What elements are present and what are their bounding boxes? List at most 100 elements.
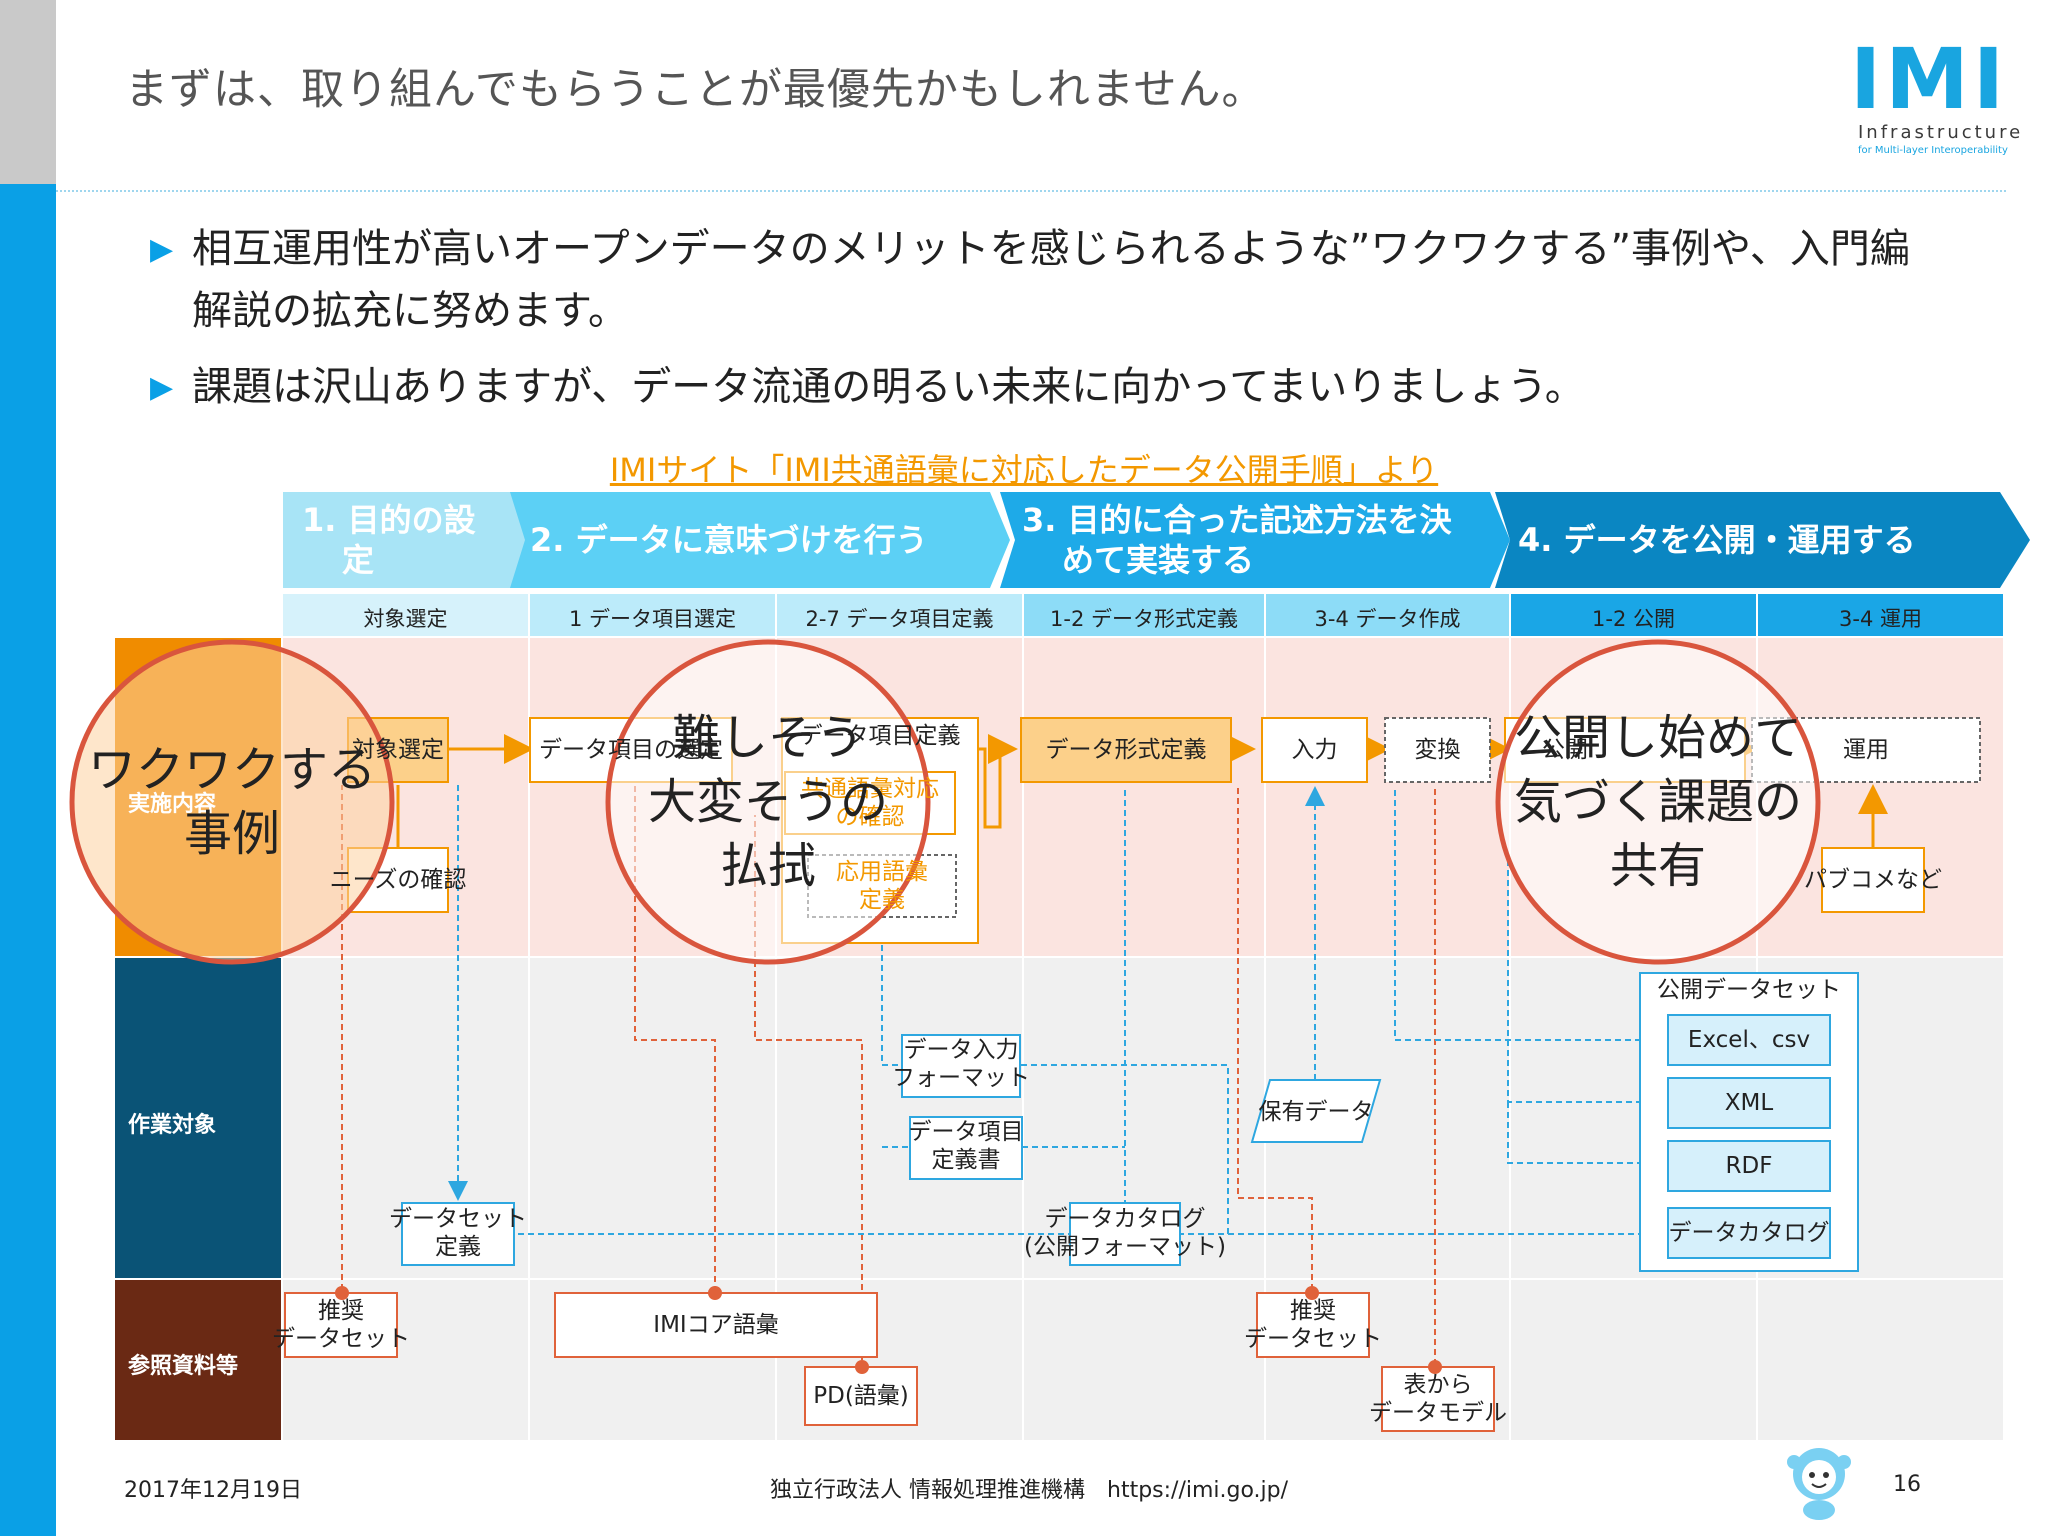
footer-date: 2017年12月19日 bbox=[124, 1478, 302, 1503]
label-catalog: データカタログ (公開フォーマット) bbox=[1015, 1205, 1235, 1261]
label-henkan: 変換 bbox=[1414, 737, 1461, 763]
step-header-2 bbox=[530, 594, 775, 636]
box-catalog-out bbox=[1667, 1207, 1831, 1259]
label-suisho-1-a: 推奨 bbox=[318, 1298, 364, 1324]
label-taisho: 対象選定 bbox=[352, 737, 444, 763]
phase-3-chevron bbox=[1000, 492, 1510, 588]
label-catalog-1: データカタログ bbox=[1044, 1206, 1206, 1232]
label-hoyu: 保有データ bbox=[1258, 1099, 1374, 1125]
label-nyuryoku: 入力 bbox=[1291, 737, 1338, 763]
label-hyou-a: 表から bbox=[1403, 1372, 1473, 1398]
row-label-1: 実施内容 bbox=[128, 792, 217, 817]
label-ouyou-2: 定義 bbox=[859, 887, 905, 913]
circle-3-line1: 公開し始めて bbox=[1513, 710, 1802, 766]
label-kokai-ds: 公開データセット bbox=[1657, 977, 1841, 1003]
box-excel bbox=[1667, 1014, 1831, 1066]
imi-logo: IMI bbox=[1850, 30, 2009, 128]
mascot-icon bbox=[1787, 1448, 1851, 1520]
phase-4-label: 4. データを公開・運用する bbox=[1518, 521, 1916, 559]
label-excel: Excel、csv bbox=[1687, 1027, 1811, 1053]
highlight-circle-1 bbox=[69, 639, 395, 965]
left-edge-blue bbox=[0, 184, 56, 1536]
circle-3-line2: 気づく課題の bbox=[1513, 774, 1802, 830]
label-koumoku-sho-1: データ項目 bbox=[908, 1119, 1024, 1145]
logo-subtitle: Infrastructure bbox=[1858, 122, 2024, 143]
box-hoyu bbox=[1250, 1079, 1382, 1143]
label-goi-taio-2: の確認 bbox=[835, 804, 905, 830]
step-label-7: 3-4 運用 bbox=[1839, 607, 1922, 631]
label-imi-core: IMIコア語彙 bbox=[653, 1312, 779, 1338]
row-label-3: 参照資料等 bbox=[128, 1354, 239, 1379]
label-xml: XML bbox=[1724, 1090, 1774, 1116]
box-catalog bbox=[1069, 1202, 1181, 1266]
label-hyou: 表から データモデル bbox=[1359, 1371, 1517, 1427]
step-header-5 bbox=[1266, 594, 1509, 636]
phase-2-label: 2. データに意味づけを行う bbox=[530, 521, 928, 559]
footer-org: 独立行政法人 情報処理推進機構 https://imi.go.jp/ bbox=[770, 1478, 1289, 1503]
step-header-6 bbox=[1511, 594, 1756, 636]
box-ds-teigi bbox=[401, 1202, 515, 1266]
step-label-4: 1-2 データ形式定義 bbox=[1050, 607, 1238, 631]
step-header-1 bbox=[283, 594, 528, 636]
step-label-1: 対象選定 bbox=[363, 607, 448, 631]
highlight-circle-3 bbox=[1495, 639, 1821, 965]
label-ds-teigi: データセット 定義 bbox=[382, 1205, 534, 1261]
label-pabukome: パブコメなど bbox=[1804, 867, 1942, 893]
label-goi-taio: 共通語彙対応 の確認 bbox=[785, 775, 955, 831]
slide-title: まずは、取り組んでもらうことが最優先かもしれません。 bbox=[125, 65, 1266, 115]
label-suisho-1: 推奨 データセット bbox=[262, 1297, 420, 1353]
circle-2-line2: 大変そうの bbox=[647, 774, 888, 830]
row-label-2: 作業対象 bbox=[128, 1113, 217, 1138]
label-suisho-2: 推奨 データセット bbox=[1234, 1297, 1392, 1353]
label-needs: ニーズの確認 bbox=[329, 867, 467, 893]
row-2-label-bg bbox=[115, 958, 281, 1278]
label-ouyou-1: 応用語彙 bbox=[836, 859, 928, 885]
bullet-2-line1: 課題は沢山ありますが、データ流通の明るい未来に向かってまいりましょう。 bbox=[192, 364, 1585, 410]
bullet-1-line1: 相互運用性が高いオープンデータのメリットを感じられるような”ワクワクする”事例や… bbox=[192, 226, 1910, 272]
label-keishiki: データ形式定義 bbox=[1045, 737, 1207, 763]
label-pd: PD(語彙) bbox=[813, 1383, 909, 1409]
label-suisho-2-b: データセット bbox=[1244, 1326, 1382, 1352]
label-ouyou: 応用語彙 定義 bbox=[808, 858, 956, 914]
box-keishiki bbox=[1020, 717, 1232, 783]
bullet-1-line2: 解説の拡充に努めます。 bbox=[192, 288, 628, 334]
phase-2-chevron bbox=[510, 492, 1010, 588]
label-ds-teigi-1: データセット bbox=[389, 1206, 527, 1232]
step-label-6: 1-2 公開 bbox=[1592, 607, 1675, 631]
circle-2-line3: 払拭 bbox=[719, 838, 816, 894]
title-divider bbox=[56, 190, 2006, 192]
circle-1-line1: ワクワクする bbox=[87, 742, 376, 798]
step-label-3: 2-7 データ項目定義 bbox=[805, 607, 994, 631]
source-link[interactable]: IMIサイト「IMI共通語彙に対応したデータ公開手順」より bbox=[609, 451, 1439, 489]
step-label-5: 3-4 データ作成 bbox=[1314, 607, 1461, 631]
label-ds-teigi-2: 定義 bbox=[435, 1234, 481, 1260]
label-hyou-b: データモデル bbox=[1369, 1400, 1507, 1426]
phase-1-chevron bbox=[283, 492, 530, 588]
label-nyuryoku-fmt: データ入力 フォーマット bbox=[880, 1036, 1042, 1092]
step-header-4 bbox=[1024, 594, 1264, 636]
label-unyo: 運用 bbox=[1843, 737, 1889, 763]
label-catalog-2: (公開フォーマット) bbox=[1024, 1234, 1226, 1260]
box-rdf bbox=[1667, 1140, 1831, 1192]
circle-3-line3: 共有 bbox=[1609, 838, 1706, 894]
left-edge-gray bbox=[0, 0, 56, 184]
phase-4-chevron bbox=[1495, 492, 2030, 588]
row-3-label-bg bbox=[115, 1280, 281, 1440]
circle-2-line1: 難しそう bbox=[671, 710, 864, 766]
label-nyuryoku-fmt-1: データ入力 bbox=[903, 1037, 1019, 1063]
box-henkan bbox=[1384, 717, 1491, 783]
bullet-triangle-icon: ▶ bbox=[150, 370, 174, 405]
label-koumoku-sentei: データ項目の選定 bbox=[539, 737, 723, 763]
page-number: 16 bbox=[1893, 1472, 1921, 1497]
box-suisho-2 bbox=[1256, 1292, 1370, 1358]
label-nyuryoku-fmt-2: フォーマット bbox=[892, 1065, 1030, 1091]
circle-1-line2: 事例 bbox=[183, 806, 280, 862]
phase-1-line1: 1. 目的の設 bbox=[302, 501, 476, 539]
label-kokai: 公開 bbox=[1542, 737, 1588, 763]
label-suisho-2-a: 推奨 bbox=[1290, 1298, 1336, 1324]
phase-1-label: 1. 目的の設 定 bbox=[302, 500, 476, 580]
bullet-triangle-icon: ▶ bbox=[150, 232, 174, 267]
step-label-2: 1 データ項目選定 bbox=[568, 607, 737, 631]
label-koumoku-teigi: データ項目定義 bbox=[799, 723, 961, 749]
